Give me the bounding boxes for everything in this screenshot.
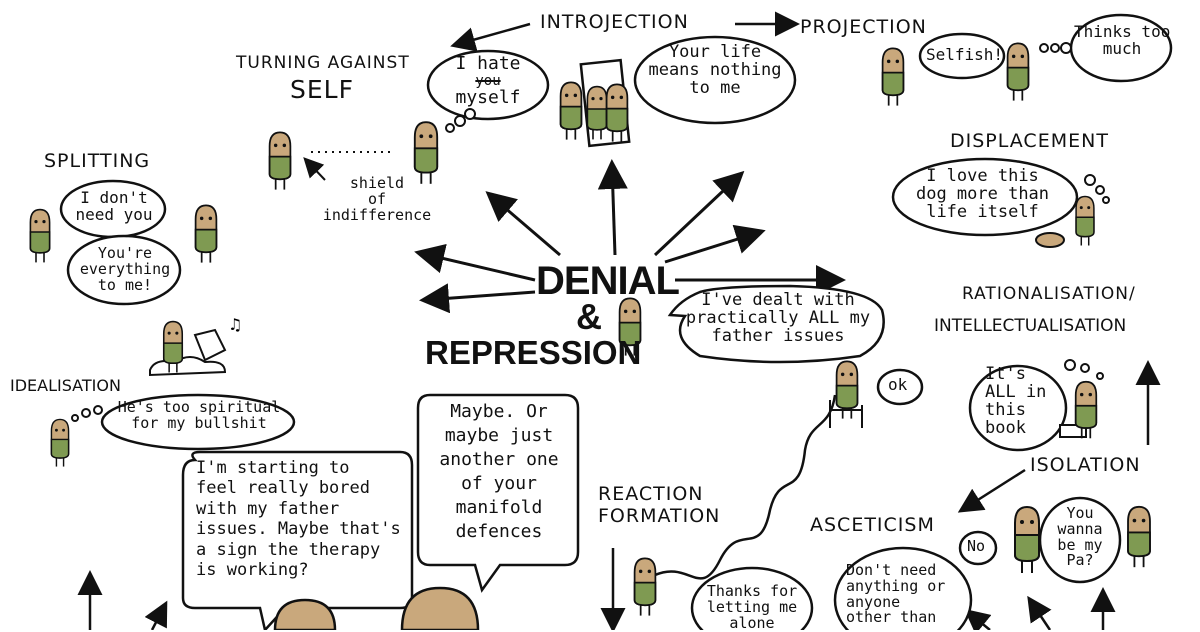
arrow-bottom-right-1: [1027, 595, 1052, 630]
figure-isolation-right: [1127, 505, 1151, 569]
figure-idealisation-small: [50, 418, 70, 468]
no-speech-bubble: [958, 530, 998, 566]
thought-dots: [71, 42, 1110, 422]
top-arrows: [77, 11, 1161, 630]
label-displacement: DISPLACEMENT: [950, 130, 1109, 152]
therapist-head: [400, 586, 480, 630]
center-title-repression: REPRESSION: [425, 334, 642, 371]
label-turning-against-1: TURNING AGAINST: [236, 53, 410, 73]
harp-icon: [193, 328, 227, 362]
center-title-ampersand: &: [576, 296, 602, 337]
label-idealisation: IDEALISATION: [10, 376, 121, 395]
chair: [829, 400, 863, 428]
reaction-speech-bubble: [690, 566, 814, 630]
central-arrows: [414, 159, 846, 314]
no-text: No: [967, 537, 986, 555]
asceticism-thought-bubble: [833, 546, 973, 630]
arrow-to-turning-against: [485, 191, 561, 257]
label-introjection: INTROJECTION: [540, 11, 689, 33]
figure-splitting-left: [29, 208, 51, 264]
figure-splitting-right: [194, 204, 218, 264]
patient-head: [273, 598, 337, 630]
ok-text: ok: [888, 375, 908, 394]
arrow-introjection-to-turning: [450, 22, 531, 52]
label-isolation: ISOLATION: [1030, 454, 1141, 476]
therapist-speech-bubble: [416, 393, 580, 593]
arrow-to-introjection: [597, 159, 628, 256]
selfish-text: Selfish!: [926, 45, 1004, 64]
arrow-to-idealisation: [419, 283, 536, 314]
shield-pointer: [303, 157, 326, 181]
arrow-to-projection: [653, 170, 745, 257]
rationalisation-thought-bubble: [968, 364, 1068, 452]
music-note-icon: ♫: [228, 315, 242, 334]
cloud: [149, 356, 227, 377]
figure-reaction: [633, 557, 657, 617]
label-rationalisation-2: INTELLECTUALISATION: [934, 316, 1127, 336]
introjection-speech-bubble: [633, 35, 797, 125]
ok-speech-bubble: [876, 368, 924, 406]
turning-thought-bubble: [426, 49, 550, 121]
label-asceticism: ASCETICISM: [810, 514, 935, 536]
label-reaction-2: FORMATION: [598, 505, 721, 527]
idealisation-thought-bubble: [100, 393, 296, 451]
label-splitting: SPLITTING: [44, 150, 151, 172]
arrow-to-splitting: [414, 243, 536, 282]
label-turning-against-2: SELF: [290, 75, 354, 104]
figure-displacement: [1075, 195, 1095, 247]
pa-speech-bubble: [1038, 496, 1122, 584]
dog-icon: [1035, 232, 1065, 248]
figure-projection-1: [881, 47, 905, 107]
center-speech-bubble: [667, 284, 885, 364]
turning-bubble-text: I hate you myself: [455, 53, 521, 108]
figure-turning-left: [268, 131, 292, 191]
arrow-to-displacement: [664, 224, 766, 264]
figure-turning-right: [413, 121, 439, 185]
phone-cord: [654, 394, 837, 580]
figure-projection-2: [1006, 42, 1030, 102]
arrow-bottom-right-3: [964, 608, 992, 630]
splitting-speech-bubble-2: [66, 234, 182, 306]
selfish-speech-bubble: [918, 32, 1006, 80]
arrow-bottom-left-2: [144, 600, 168, 630]
label-rationalisation-1: RATIONALISATION/: [962, 284, 1136, 304]
label-reaction-1: REACTION: [598, 483, 704, 505]
label-projection: PROJECTION: [800, 16, 927, 38]
arrow-isolation-to-asceticism: [957, 468, 1026, 513]
center-title-denial: DENIAL: [536, 259, 680, 303]
figure-introjection-1: [559, 81, 583, 141]
figure-isolation-left: [1014, 506, 1040, 574]
displacement-thought-bubble: [891, 157, 1079, 237]
